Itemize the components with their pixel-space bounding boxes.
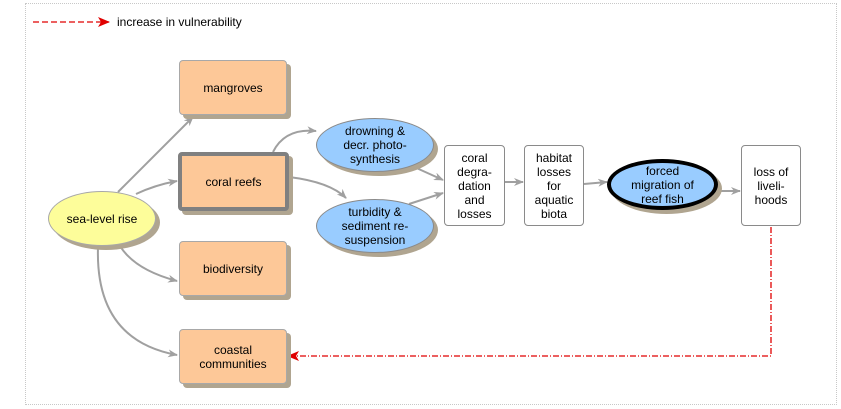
edge-habitat-migration bbox=[583, 178, 608, 187]
node-turbidity-sediment: turbidity & sediment re- suspension bbox=[316, 199, 434, 253]
edge-slr-coralreefs bbox=[135, 178, 178, 195]
diagram-frame bbox=[25, 3, 837, 405]
edge-drowning-degradation bbox=[411, 165, 444, 181]
node-forced-migration: forced migration of reef fish bbox=[607, 159, 718, 210]
node-coral-degradation: coral degra- dation and losses bbox=[444, 145, 505, 226]
node-sea-level-rise: sea-level rise bbox=[48, 191, 156, 246]
edge-coralreefs-drowning bbox=[272, 126, 317, 153]
edge-slr-biodiversity bbox=[119, 245, 178, 283]
node-drowning-photosynthesis: drowning & decr. photo- synthesis bbox=[316, 118, 434, 172]
node-biodiversity: biodiversity bbox=[179, 241, 287, 296]
node-coastal-communities: coastal communities bbox=[179, 329, 287, 384]
node-mangroves: mangroves bbox=[179, 60, 287, 115]
node-loss-of-livelihoods: loss of liveli- hoods bbox=[741, 145, 801, 226]
edge-livelihoods-coastal-vulnerability bbox=[287, 227, 772, 361]
edge-turbidity-degradation bbox=[408, 191, 444, 205]
legend-label: increase in vulnerability bbox=[117, 15, 242, 29]
edge-slr-coastal bbox=[96, 246, 178, 358]
node-habitat-losses: habitat losses for aquatic biota bbox=[524, 145, 584, 226]
edge-coralreefs-turbidity bbox=[288, 176, 347, 199]
node-coral-reefs: coral reefs bbox=[178, 152, 289, 211]
edge-slr-mangroves bbox=[117, 116, 194, 193]
